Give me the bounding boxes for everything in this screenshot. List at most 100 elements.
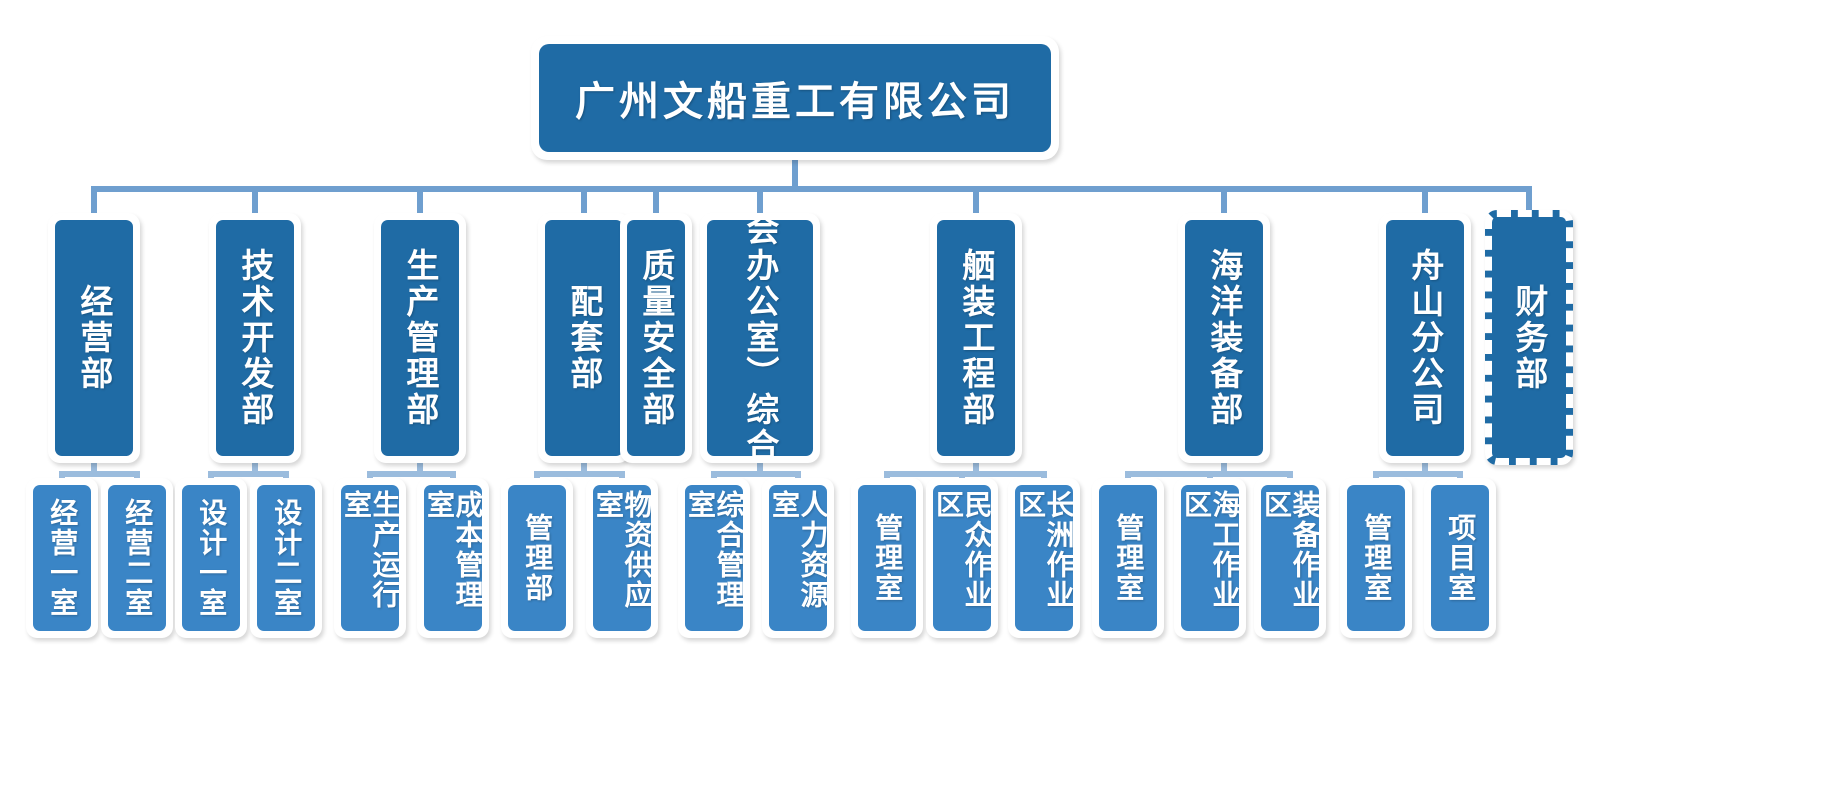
parent-stub-zonghe xyxy=(757,463,763,477)
dept-drop-line-zonghe xyxy=(757,186,763,213)
leaf-node-label-cbgl: 成本管理室 xyxy=(424,485,482,631)
dept-node-label-caiwu: 财务部 xyxy=(1485,210,1573,465)
parent-stub-shengchan xyxy=(417,463,423,477)
leaf-node-zhgl[interactable]: 综合管理室 xyxy=(678,478,750,638)
parent-stub-haiyang xyxy=(1221,463,1227,477)
leaf-drop-wzgy xyxy=(619,471,625,478)
dept-node-label-peitao: 配套部 xyxy=(545,220,623,456)
dept-node-zhiliang[interactable]: 质量安全部 xyxy=(620,213,692,463)
leaf-node-wzgb[interactable]: 管理室 xyxy=(851,478,923,638)
dept-node-label-shengchan: 生产管理部 xyxy=(381,220,459,456)
leaf-node-zbzy[interactable]: 装备作业区 xyxy=(1254,478,1326,638)
dept-node-label-haiyang: 海洋装备部 xyxy=(1185,220,1263,456)
dept-drop-line-weizhuang xyxy=(973,186,979,213)
leaf-drop-scyx xyxy=(367,471,373,478)
leaf-drop-jy1 xyxy=(59,471,65,478)
leaf-drop-jy2 xyxy=(134,471,140,478)
leaf-drop-wzgb xyxy=(884,471,890,478)
leaf-node-cbgl[interactable]: 成本管理室 xyxy=(417,478,489,638)
leaf-drop-cbgl xyxy=(450,471,456,478)
dept-node-fill-zonghe: 综合管理部（董事会办公室） xyxy=(707,220,813,456)
root-node-label: 广州文船重工有限公司 xyxy=(539,44,1051,152)
dept-node-haiyang[interactable]: 海洋装备部 xyxy=(1178,213,1270,463)
leaf-node-hygl[interactable]: 管理室 xyxy=(1092,478,1164,638)
dept-drop-line-jishu xyxy=(252,186,258,213)
leaf-drop-mzzy xyxy=(959,471,965,478)
sub-bus-zhoushan xyxy=(1373,471,1463,477)
leaf-node-label-czzy: 长洲作业区 xyxy=(1015,485,1073,631)
leaf-drop-xmsh xyxy=(1457,471,1463,478)
root-trunk-line xyxy=(792,160,798,186)
leaf-node-label-zbzy: 装备作业区 xyxy=(1261,485,1319,631)
leaf-node-rlzy[interactable]: 人力资源室 xyxy=(762,478,834,638)
sub-bus-weizhuang xyxy=(884,471,1047,477)
dept-drop-line-haiyang xyxy=(1221,186,1227,213)
dept-node-weizhuang[interactable]: 舾装工程部 xyxy=(930,213,1022,463)
leaf-drop-ptgl xyxy=(534,471,540,478)
leaf-node-label-sj2: 设计二室 xyxy=(257,485,315,631)
sub-bus-zonghe xyxy=(711,471,801,477)
leaf-node-label-wzgy: 物资供应室 xyxy=(593,485,651,631)
dept-drop-line-caiwu xyxy=(1526,186,1532,210)
leaf-node-label-jy2: 经营二室 xyxy=(108,485,166,631)
sub-bus-jingying xyxy=(59,471,140,477)
dept-drop-line-jingying xyxy=(91,186,97,213)
leaf-node-mzzy[interactable]: 民众作业区 xyxy=(926,478,998,638)
leaf-node-jy1[interactable]: 经营一室 xyxy=(26,478,98,638)
leaf-node-label-rlzy: 人力资源室 xyxy=(769,485,827,631)
leaf-drop-hygl xyxy=(1125,471,1131,478)
dept-drop-line-zhoushan xyxy=(1422,186,1428,213)
leaf-node-label-hygl: 管理室 xyxy=(1099,485,1157,631)
sub-bus-jishu xyxy=(208,471,289,477)
dept-node-caiwu[interactable]: 财务部 xyxy=(1485,210,1573,465)
leaf-node-xmsh[interactable]: 项目室 xyxy=(1424,478,1496,638)
leaf-node-jy2[interactable]: 经营二室 xyxy=(101,478,173,638)
leaf-node-label-jy1: 经营一室 xyxy=(33,485,91,631)
leaf-node-label-hgzy: 海工作业区 xyxy=(1181,485,1239,631)
leaf-node-ptgl[interactable]: 管理部 xyxy=(501,478,573,638)
leaf-node-scyx[interactable]: 生产运行室 xyxy=(334,478,406,638)
dept-node-shengchan[interactable]: 生产管理部 xyxy=(374,213,466,463)
leaf-node-sj1[interactable]: 设计一室 xyxy=(175,478,247,638)
dept-node-zonghe[interactable]: 综合管理部（董事会办公室） xyxy=(700,213,820,463)
dept-node-peitao[interactable]: 配套部 xyxy=(538,213,630,463)
dept-node-zhoushan[interactable]: 舟山分公司 xyxy=(1379,213,1471,463)
leaf-node-label-sj1: 设计一室 xyxy=(182,485,240,631)
leaf-node-wzgy[interactable]: 物资供应室 xyxy=(586,478,658,638)
leaf-node-hgzy[interactable]: 海工作业区 xyxy=(1174,478,1246,638)
parent-stub-jingying xyxy=(91,463,97,477)
dept-node-label-jishu: 技术开发部 xyxy=(216,220,294,456)
leaf-drop-zhgl xyxy=(711,471,717,478)
leaf-drop-zbzy xyxy=(1287,471,1293,478)
dept-drop-line-shengchan xyxy=(417,186,423,213)
leaf-node-label-ptgl: 管理部 xyxy=(508,485,566,631)
leaf-drop-zsgl xyxy=(1373,471,1379,478)
parent-stub-weizhuang xyxy=(973,463,979,477)
leaf-node-czzy[interactable]: 长洲作业区 xyxy=(1008,478,1080,638)
leaf-node-sj2[interactable]: 设计二室 xyxy=(250,478,322,638)
leaf-node-zsgl[interactable]: 管理室 xyxy=(1340,478,1412,638)
leaf-node-label-mzzy: 民众作业区 xyxy=(933,485,991,631)
dept-node-label-zonghe-0: 综合管理部 xyxy=(742,392,779,456)
root-node-company[interactable]: 广州文船重工有限公司 xyxy=(531,36,1059,160)
dept-node-label-zhiliang: 质量安全部 xyxy=(627,220,685,456)
leaf-drop-sj1 xyxy=(208,471,214,478)
parent-stub-jishu xyxy=(252,463,258,477)
sub-bus-peitao xyxy=(534,471,625,477)
dept-node-label-zonghe-1: （董事会办公室） xyxy=(741,220,779,392)
dept-node-jishu[interactable]: 技术开发部 xyxy=(209,213,301,463)
main-bus-line xyxy=(91,186,1532,192)
leaf-node-label-zhgl: 综合管理室 xyxy=(685,485,743,631)
leaf-node-label-zsgl: 管理室 xyxy=(1347,485,1405,631)
dept-drop-line-zhiliang xyxy=(653,186,659,213)
leaf-drop-sj2 xyxy=(283,471,289,478)
dept-drop-line-peitao xyxy=(581,186,587,213)
leaf-drop-czzy xyxy=(1041,471,1047,478)
parent-stub-zhoushan xyxy=(1422,463,1428,477)
parent-stub-peitao xyxy=(581,463,587,477)
sub-bus-shengchan xyxy=(367,471,456,477)
leaf-node-label-xmsh: 项目室 xyxy=(1431,485,1489,631)
leaf-drop-hgzy xyxy=(1207,471,1213,478)
dept-node-jingying[interactable]: 经营部 xyxy=(48,213,140,463)
